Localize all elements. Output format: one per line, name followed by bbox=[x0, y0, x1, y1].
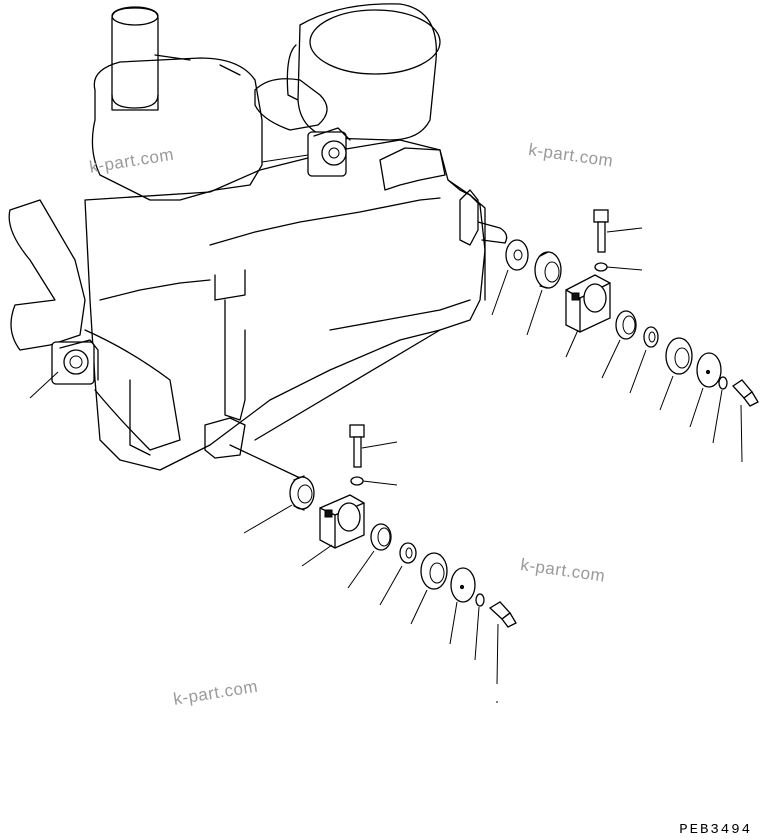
rear-mount-bracket bbox=[565, 274, 611, 358]
front-cushion-rubber-lower bbox=[410, 552, 448, 625]
rear-cushion-rubber-lower bbox=[659, 337, 693, 411]
rear-mount-bolt-upper bbox=[593, 209, 643, 272]
front-mount-bolt-lower bbox=[488, 601, 517, 703]
front-collar bbox=[347, 523, 392, 589]
drawing-code-label: PEB3494 bbox=[679, 822, 752, 838]
rear-collar bbox=[601, 310, 637, 379]
front-retainer-plate bbox=[449, 567, 476, 645]
front-mount-parts bbox=[243, 424, 517, 703]
rear-mount-parts bbox=[491, 209, 759, 463]
front-mount-bracket bbox=[301, 494, 365, 567]
rear-lock-washer bbox=[712, 376, 728, 444]
rear-retainer-plate bbox=[689, 352, 722, 428]
engine-assembly bbox=[8, 3, 508, 479]
engine-leader-lines bbox=[29, 154, 309, 399]
front-cushion-rubber bbox=[243, 475, 315, 534]
front-mount-bolt-upper bbox=[349, 424, 398, 486]
rear-cushion-rubber bbox=[526, 251, 562, 336]
rear-thrust-washer bbox=[491, 239, 529, 316]
front-lock-washer bbox=[474, 593, 485, 661]
front-spacer-ring bbox=[379, 542, 417, 606]
rear-spacer-ring bbox=[629, 326, 659, 394]
rear-mount-bolt-lower bbox=[732, 379, 759, 463]
